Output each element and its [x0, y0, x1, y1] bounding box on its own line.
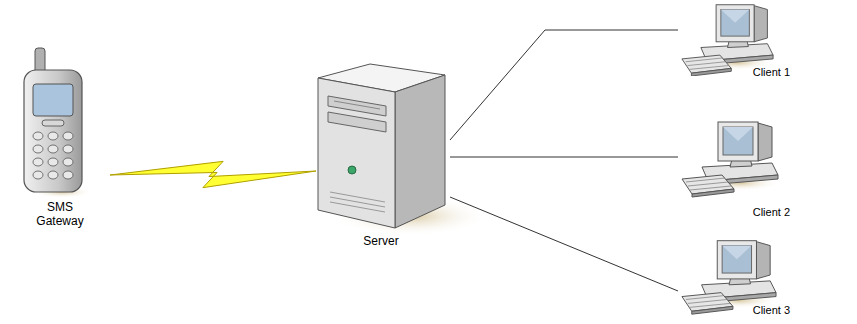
phone-key — [63, 158, 73, 166]
icon-space — [678, 238, 794, 304]
client-node: Client 1 — [678, 2, 794, 79]
client-node: Client 3 — [678, 238, 794, 317]
node-label: Server — [316, 234, 446, 248]
network-line — [450, 197, 678, 291]
phone-key — [48, 132, 58, 140]
node-label: SMS Gateway — [25, 200, 95, 229]
network-line — [450, 157, 678, 158]
phone-key — [33, 171, 43, 179]
wireless-link — [110, 161, 316, 187]
node-label: Client 1 — [678, 66, 790, 79]
phone-key — [63, 145, 73, 153]
phone-key — [63, 171, 73, 179]
icon-space — [678, 118, 794, 206]
phone-key — [33, 145, 43, 153]
phone-key — [63, 132, 73, 140]
phone-key — [33, 132, 43, 140]
node-label: Client 2 — [678, 206, 790, 219]
client-node: Client 2 — [678, 118, 794, 219]
node-label: Client 3 — [678, 304, 790, 317]
icon-space — [10, 50, 110, 200]
gateway-node: SMS Gateway — [10, 50, 110, 229]
phone-key — [48, 158, 58, 166]
network-line — [450, 30, 678, 140]
server-node: Server — [316, 62, 450, 248]
icon-space — [678, 2, 794, 66]
phone-key — [48, 145, 58, 153]
icon-space — [316, 62, 450, 234]
phone-key — [33, 158, 43, 166]
phone-key — [48, 171, 58, 179]
